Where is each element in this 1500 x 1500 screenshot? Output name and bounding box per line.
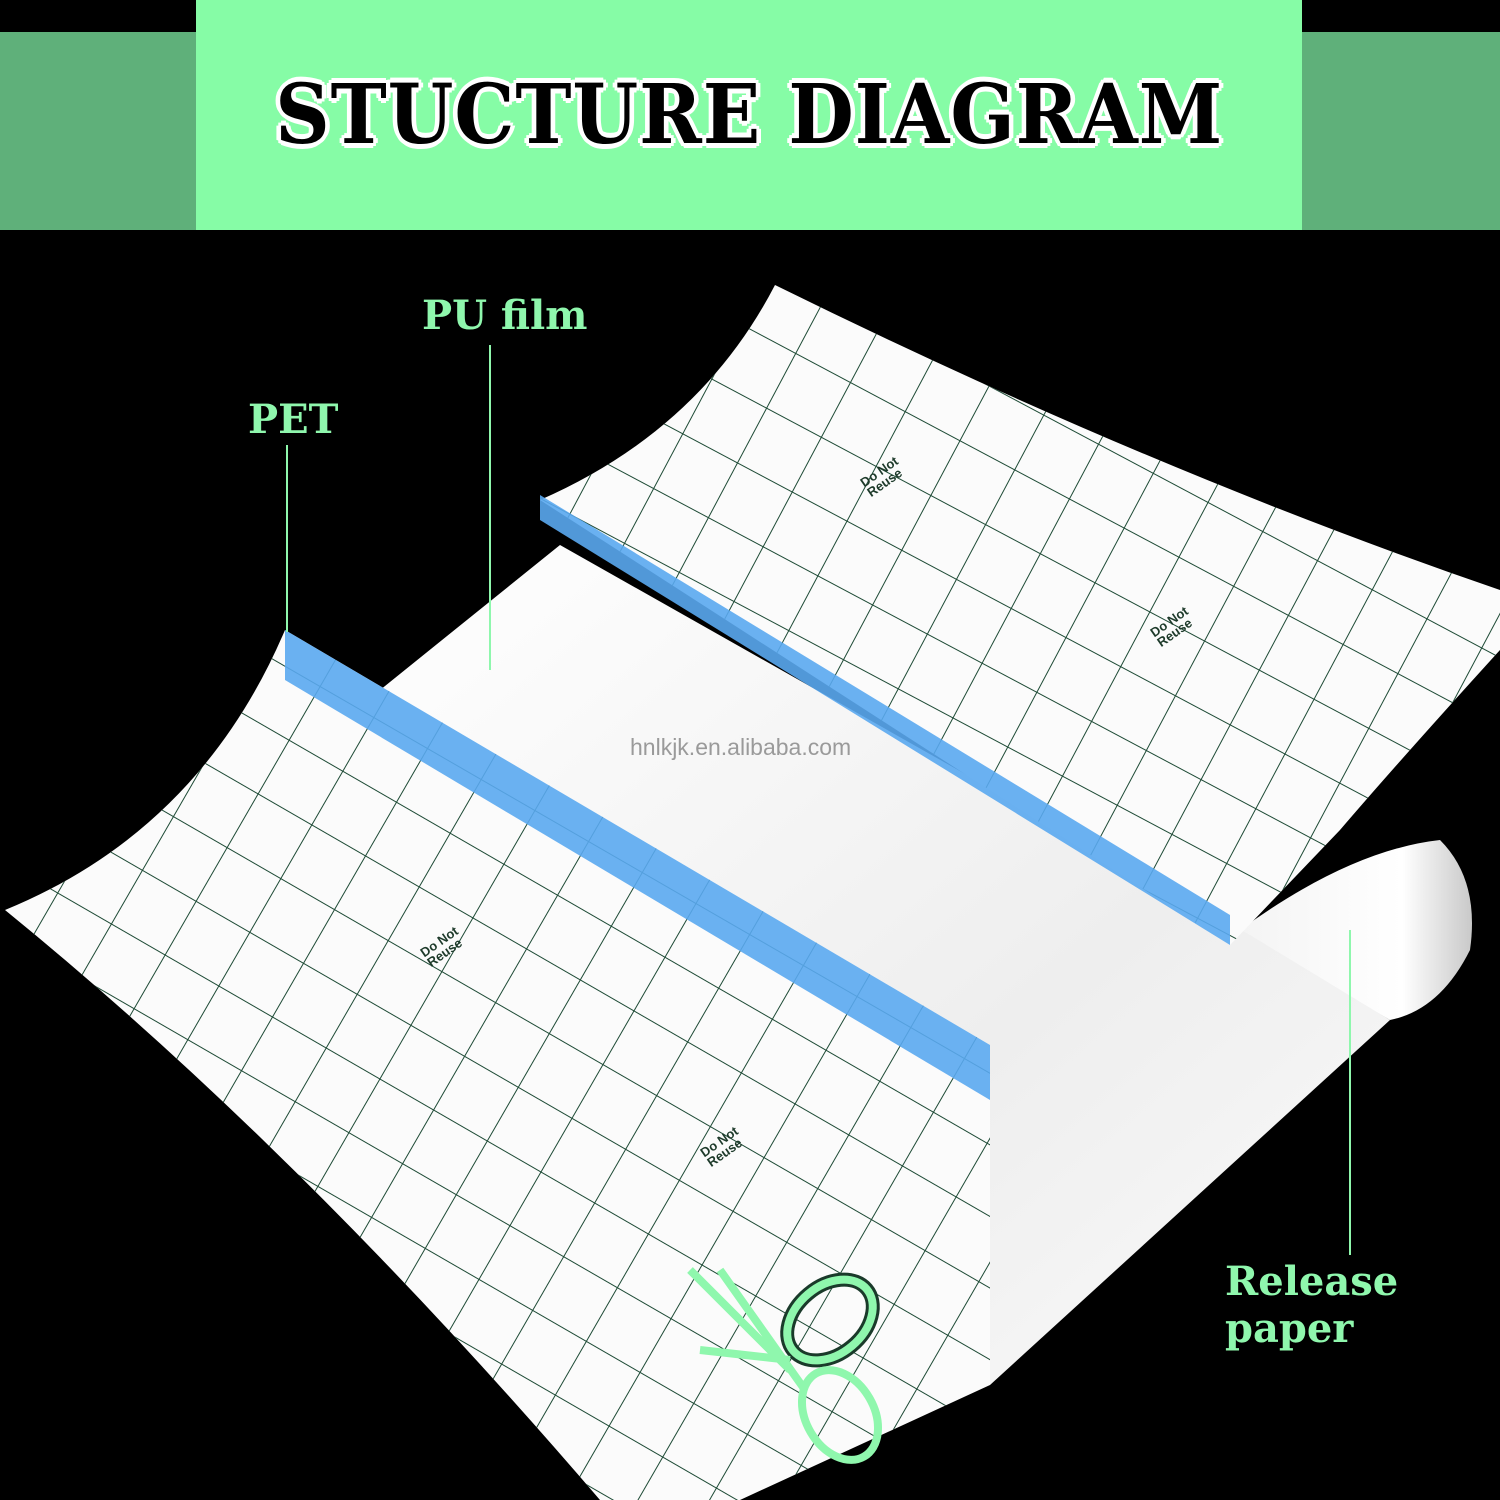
label-pet: PET <box>248 396 339 443</box>
header-banner: STUCTURE DIAGRAM <box>196 0 1302 230</box>
watermark: hnlkjk.en.alibaba.com <box>630 734 852 760</box>
left-pet-strip <box>285 630 990 1100</box>
page-title: STUCTURE DIAGRAM <box>275 67 1223 163</box>
scissors-icon <box>687 1267 882 1464</box>
right-pet-strip <box>540 495 1230 945</box>
release-paper-curl <box>1240 840 1472 1020</box>
right-side-band <box>1302 32 1500 230</box>
label-pu-film: PU film <box>422 292 588 339</box>
label-release-paper: Release paper <box>1225 1258 1399 1352</box>
pu-film-layer <box>380 545 1390 1385</box>
left-side-band <box>0 32 196 230</box>
